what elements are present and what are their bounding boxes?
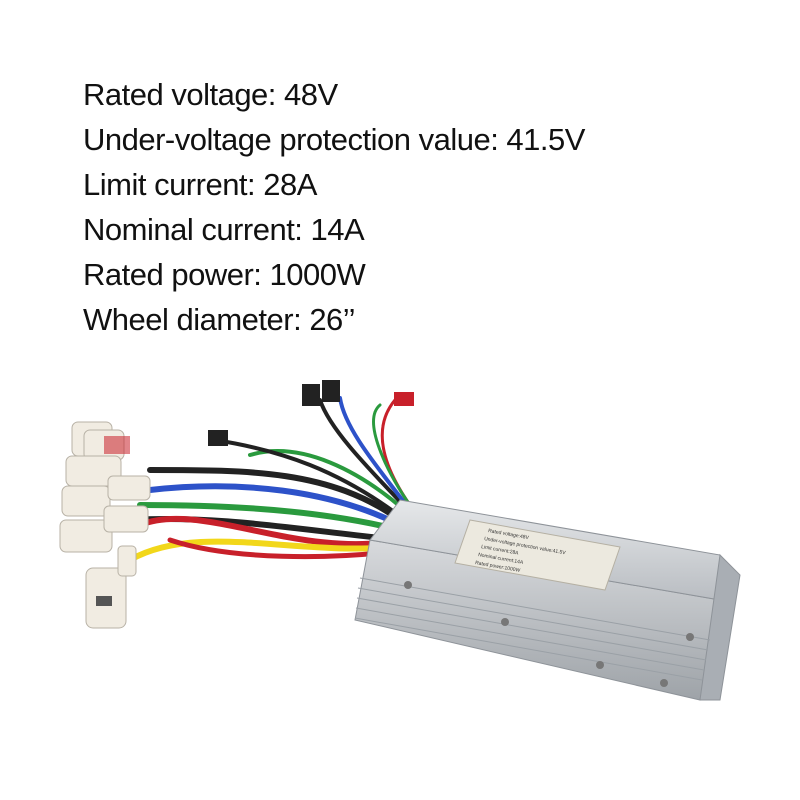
spec-wheel-diameter: Wheel diameter: 26’’	[83, 302, 356, 337]
controller-product-image: Rated voltage:48V Under-voltage protecti…	[59, 380, 741, 701]
spec-under-voltage-protection: Under-voltage protection value: 41.5V	[83, 122, 585, 157]
spec-list: Rated voltage: 48V Under-voltage protect…	[83, 72, 585, 342]
connectors	[59, 380, 414, 629]
spec-rated-power: Rated power: 1000W	[83, 257, 366, 292]
controller-housing: Rated voltage:48V Under-voltage protecti…	[354, 499, 741, 701]
wire-bundle	[127, 396, 414, 563]
spec-limit-current: Limit current: 28A	[83, 167, 317, 202]
spec-nominal-current: Nominal current: 14A	[83, 212, 365, 247]
spec-rated-voltage: Rated voltage: 48V	[83, 77, 338, 112]
